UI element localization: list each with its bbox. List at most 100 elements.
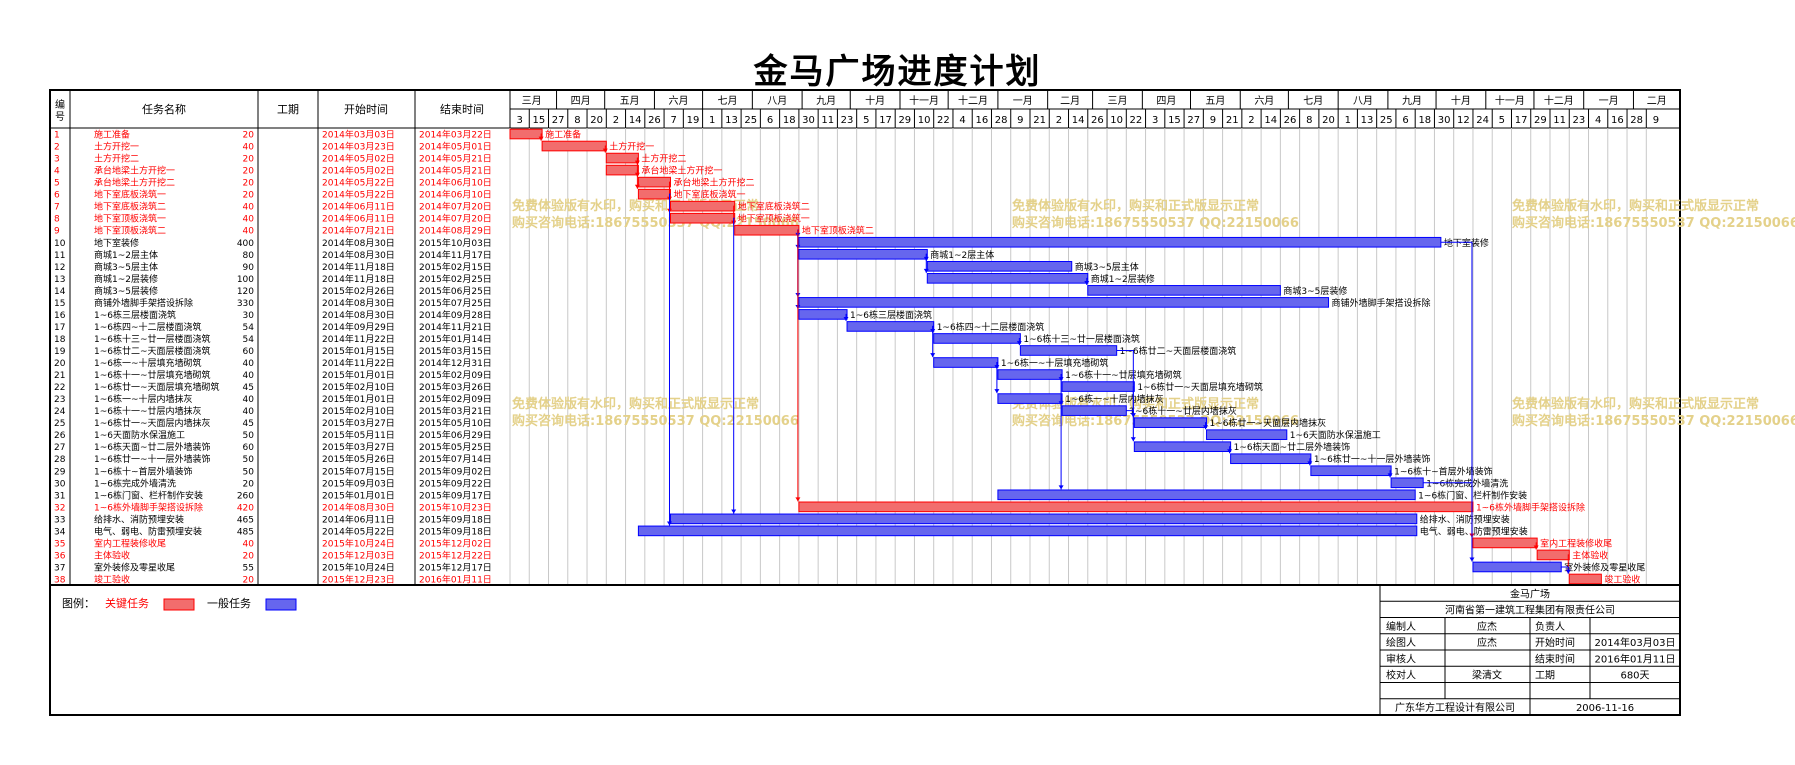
task-end: 2014年03月22日 — [419, 129, 492, 141]
task-id: 13 — [54, 275, 65, 285]
day-label: 27 — [552, 115, 565, 126]
day-label: 2 — [613, 115, 619, 126]
day-label: 9 — [1017, 115, 1023, 126]
bar-label: 1~6栋门窗、栏杆制作安装 — [1418, 489, 1527, 501]
task-name: 1~6栋天面~廿二层外墙装饰 — [94, 441, 211, 453]
task-end: 2016年01月11日 — [419, 573, 492, 585]
header-no: 号 — [55, 111, 65, 123]
bar-label: 1~6栋廿一~十一层外墙装饰 — [1314, 453, 1431, 465]
task-start: 2014年03月23日 — [322, 141, 395, 153]
task-id: 34 — [54, 527, 66, 537]
month-label: 四月 — [571, 95, 591, 107]
task-duration: 40 — [243, 359, 255, 369]
task-end: 2014年06月10日 — [419, 189, 492, 201]
task-bar — [926, 273, 1089, 284]
task-bar — [1230, 453, 1312, 465]
task-start: 2015年05月26日 — [322, 453, 395, 465]
task-start: 2014年08月30日 — [322, 237, 395, 249]
task-name: 1~6栋外墙脚手架搭设拆除 — [94, 501, 203, 513]
task-start: 2015年01月01日 — [322, 489, 395, 501]
task-bar — [637, 188, 671, 200]
task-end: 2015年02月09日 — [419, 369, 492, 381]
task-duration: 30 — [243, 311, 255, 321]
day-label: 5 — [1499, 115, 1505, 126]
task-name: 土方开挖一 — [94, 141, 139, 153]
dependency-arrow — [1016, 341, 1022, 346]
task-end: 2015年09月17日 — [419, 489, 492, 501]
task-id: 17 — [54, 323, 65, 333]
task-duration: 40 — [243, 203, 255, 213]
task-duration: 60 — [243, 347, 255, 357]
task-bar — [734, 224, 800, 236]
task-name: 1~6栋廿二~天面层楼面浇筑 — [94, 345, 211, 357]
info-label: 负责人 — [1535, 620, 1565, 633]
watermark-text: 免费体验版有水印，购买和正式版显示正常 — [512, 396, 759, 412]
task-id: 5 — [54, 179, 60, 189]
task-end: 2015年02月25日 — [419, 273, 492, 285]
bar-label: 土方开挖一 — [609, 141, 654, 153]
header-duration: 工期 — [277, 103, 299, 116]
task-duration: 330 — [237, 299, 254, 309]
task-id: 32 — [54, 503, 65, 513]
task-duration: 45 — [243, 383, 254, 393]
task-end: 2014年07月20日 — [419, 213, 492, 225]
task-duration: 20 — [243, 131, 255, 141]
bar-label: 1~6栋十一~廿层内墙抹灰 — [1129, 405, 1237, 417]
task-id: 12 — [54, 263, 65, 273]
month-label: 十月 — [1451, 94, 1471, 107]
task-start: 2014年11月18日 — [322, 273, 395, 285]
day-label: 22 — [1130, 115, 1143, 126]
task-id: 21 — [54, 371, 65, 381]
dependency-arrow — [1533, 545, 1539, 550]
task-start: 2015年12月03日 — [322, 549, 395, 561]
info-label: 校对人 — [1386, 669, 1416, 682]
task-duration: 80 — [243, 251, 255, 261]
info-label: 结束时间 — [1535, 652, 1575, 665]
task-bar — [669, 200, 736, 212]
day-label: 28 — [995, 115, 1008, 126]
task-duration: 485 — [237, 527, 254, 537]
task-end: 2015年09月18日 — [419, 513, 492, 525]
task-name: 给排水、消防预埋安装 — [94, 513, 184, 525]
task-duration: 120 — [237, 287, 254, 297]
watermark-text: 购买咨询电话:18675550537 QQ:22150066 — [1012, 215, 1299, 231]
task-end: 2015年03月15日 — [419, 345, 492, 357]
task-name: 1~6栋十三~廿一层楼面浇筑 — [94, 333, 211, 345]
bar-label: 1~6栋廿一~天面层填充墙砌筑 — [1137, 381, 1263, 393]
task-start: 2015年01月01日 — [322, 369, 395, 381]
info-value: 应杰 — [1477, 620, 1497, 633]
task-duration: 20 — [243, 155, 255, 165]
bar-label: 1~6栋四~十二层楼面浇筑 — [937, 321, 1045, 333]
task-bar — [798, 248, 928, 260]
task-start: 2014年07月21日 — [322, 225, 395, 237]
bar-label: 商城3~5层主体 — [1075, 261, 1139, 273]
day-label: 2 — [1056, 115, 1062, 126]
task-id: 4 — [54, 167, 60, 177]
task-duration: 20 — [243, 575, 255, 585]
month-label: 一月 — [1013, 95, 1033, 107]
task-name: 1~6栋一~十层填充墙砌筑 — [94, 357, 202, 369]
day-label: 14 — [1072, 115, 1085, 126]
bar-label: 1~6栋天面~廿二层外墙装饰 — [1234, 441, 1351, 453]
task-id: 7 — [54, 203, 60, 213]
watermark-text: 免费体验版有水印，购买和正式版显示正常 — [1012, 198, 1259, 214]
day-label: 3 — [516, 115, 522, 126]
dependency-arrow — [1387, 473, 1393, 478]
task-bar — [637, 525, 1418, 537]
task-bar — [926, 260, 1073, 272]
task-id: 33 — [54, 515, 65, 525]
month-label: 二月 — [1060, 95, 1080, 107]
dependency-arrow — [1058, 485, 1064, 490]
task-id: 30 — [54, 479, 66, 489]
task-start: 2014年05月22日 — [322, 189, 395, 201]
bar-label: 承台地梁土方开挖二 — [673, 177, 754, 189]
day-label: 26 — [1284, 115, 1297, 126]
day-label: 25 — [1380, 115, 1393, 126]
task-id: 38 — [54, 575, 66, 585]
bar-label: 给排水、消防预埋安装 — [1420, 513, 1510, 525]
day-label: 8 — [1306, 115, 1312, 126]
task-start: 2014年11月22日 — [322, 333, 395, 345]
task-bar — [1133, 417, 1208, 428]
bar-label: 竣工验收 — [1604, 573, 1640, 585]
task-start: 2015年10月24日 — [322, 537, 395, 549]
